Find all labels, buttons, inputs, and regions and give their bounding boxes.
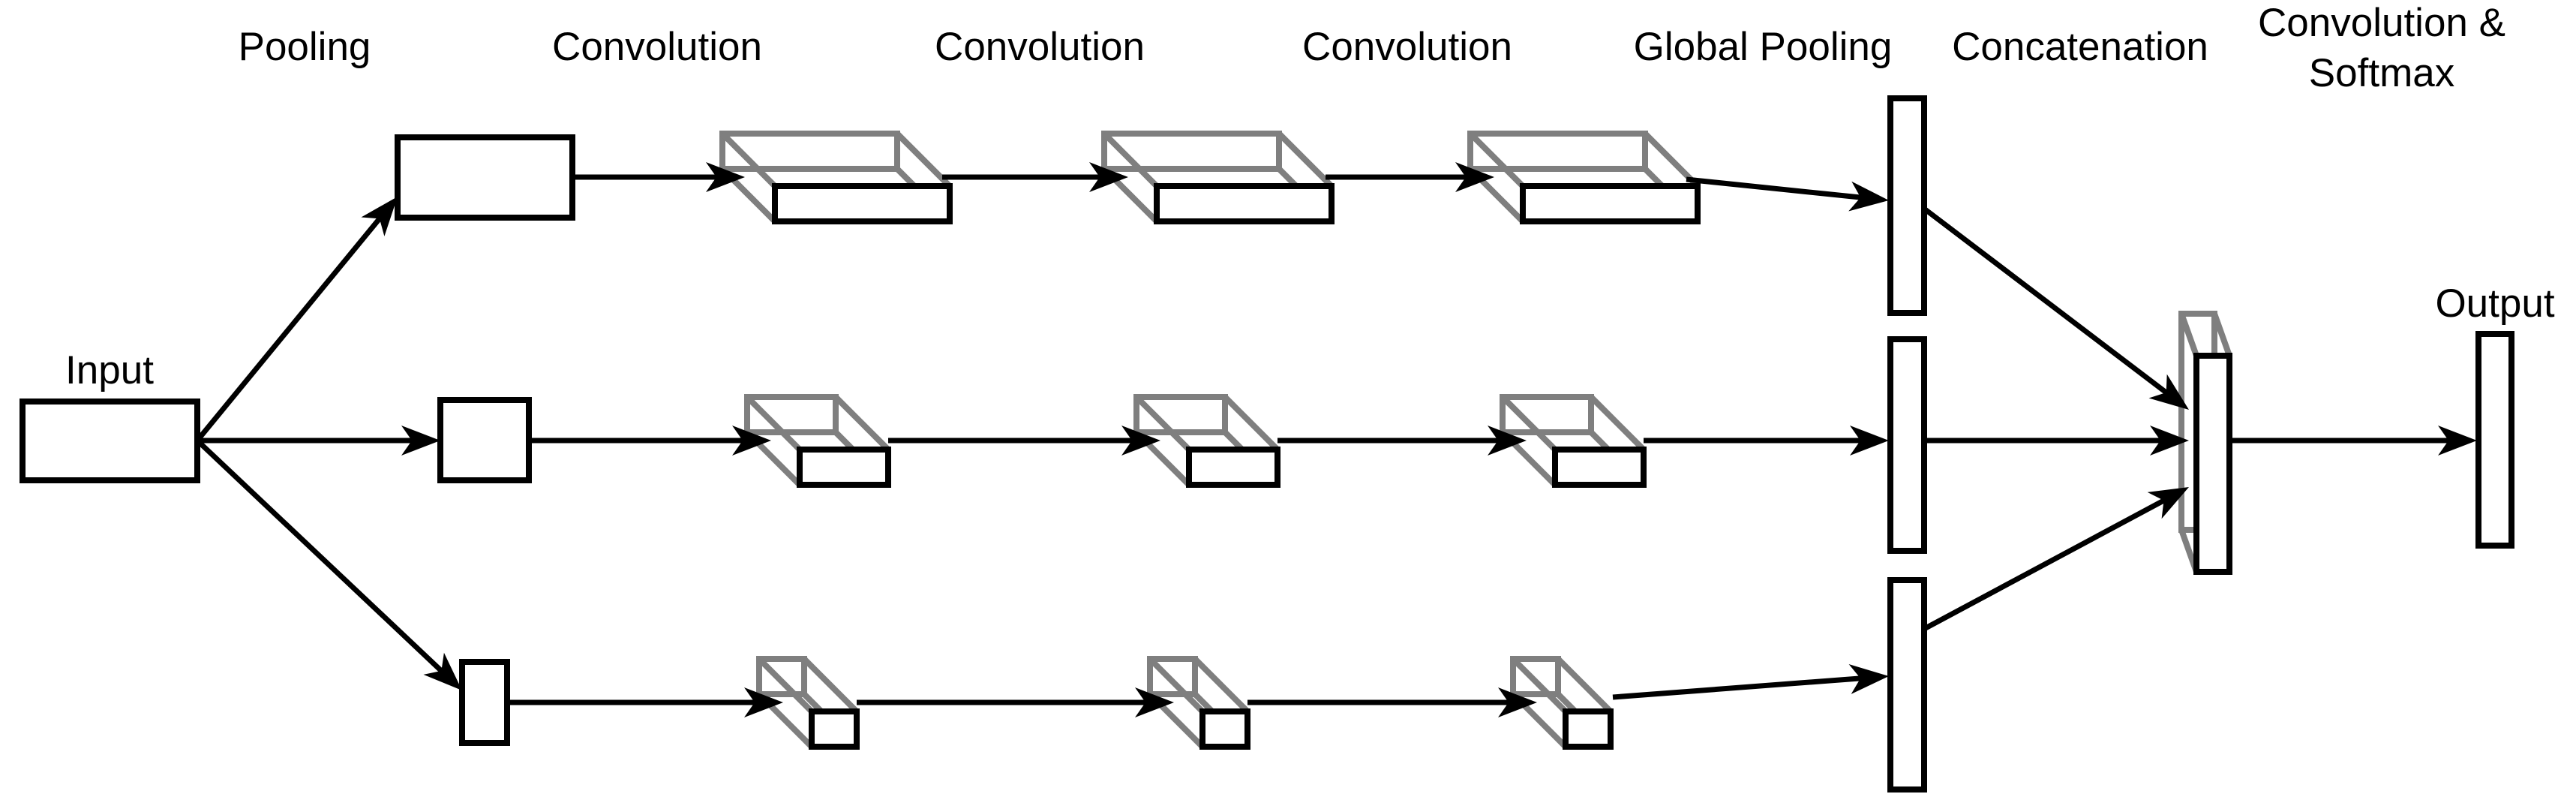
concat-bar-top [1887, 95, 1927, 316]
pooling-box-middle [437, 397, 532, 483]
label-pooling: Pooling [239, 25, 371, 69]
conv-slab-top-2 [1101, 131, 1335, 224]
label-layer: Pooling Convolution Convolution Convolut… [65, 1, 2555, 392]
slab-depth-edge [1468, 131, 1525, 188]
edge-input-to-pool-bottom-head [423, 652, 462, 690]
conv-slab-bottom-2 [1147, 656, 1250, 750]
slab-front-face [1552, 447, 1647, 488]
label-convolution-3: Convolution [1302, 25, 1512, 69]
slab-depth-edge [1223, 395, 1280, 452]
label-global-pooling: Global Pooling [1634, 25, 1893, 69]
edge-input-to-pool-bottom [195, 438, 445, 674]
edge-conv2-to-conv3-top-head [1455, 162, 1494, 192]
edge-pool-to-conv1-middle-head [732, 426, 771, 456]
slab-back-face [1467, 131, 1648, 172]
slab-front-face [1186, 447, 1280, 488]
conv-slab-middle-3 [1500, 394, 1647, 488]
edge-globalpool-top [1686, 176, 1863, 200]
slab-back-face [1147, 656, 1198, 697]
label-output: Output [2435, 281, 2554, 326]
edge-pool-to-conv1-bottom-head [744, 687, 783, 717]
edge-globalpool-top-head [1848, 181, 1889, 212]
slab-front-face [1154, 183, 1335, 224]
pooling-box-bottom [459, 659, 510, 746]
input-box [20, 398, 200, 483]
slab-back-face [1510, 656, 1561, 697]
slab-back-face [1101, 131, 1282, 172]
slab-depth-edge [1556, 657, 1613, 714]
slab-front-face [1520, 183, 1701, 224]
label-convolution-1: Convolution [552, 25, 762, 69]
slab-back-face [719, 131, 900, 172]
slab-depth-edge [833, 395, 890, 452]
concat-bar-middle [1887, 336, 1927, 554]
conv-slab-top-3 [1467, 131, 1701, 224]
slab-depth-edge [1277, 131, 1334, 188]
edge-conv1-to-conv2-bottom-head [1135, 687, 1174, 717]
slab-depth-edge [1589, 395, 1646, 452]
edge-conv2-to-conv3-bottom-head [1498, 687, 1537, 717]
label-input: Input [65, 348, 154, 392]
slab-back-face [744, 394, 839, 435]
slab-front-face [1199, 708, 1250, 750]
final-concat-conv-slab [2178, 311, 2232, 575]
conv-slab-bottom-3 [1510, 656, 1614, 750]
slab-depth-edge [757, 657, 814, 714]
conv-slab-top-1 [719, 131, 953, 224]
edge-conv2-to-conv3-middle-head [1488, 426, 1527, 456]
slab-front-face [1563, 708, 1614, 750]
edge-final-to-output-head [2438, 426, 2477, 456]
slab-depth-edge [720, 131, 777, 188]
slab-back-face [756, 656, 807, 697]
slab-front-face [797, 447, 891, 488]
slab-depth-edge [1511, 657, 1568, 714]
slab-depth-edge [1102, 131, 1159, 188]
edge-globalpool-middle-head [1850, 426, 1889, 456]
label-convolution-2: Convolution [935, 25, 1145, 69]
edge-concat-middle-to-final-head [2150, 426, 2189, 456]
edge-concat-top-to-final-head [2148, 374, 2189, 410]
node-layer [20, 95, 2514, 792]
edge-conv1-to-conv2-middle-head [1121, 426, 1160, 456]
slab-depth-edge [1148, 657, 1205, 714]
slab-depth-edge [1193, 657, 1250, 714]
edge-globalpool-bottom [1612, 675, 1863, 700]
edge-concat-bottom-to-final [1923, 497, 2166, 632]
slab-front-face [772, 183, 953, 224]
edge-input-to-pool-top [195, 215, 383, 443]
concat-bar-bottom [1887, 577, 1927, 792]
slab-depth-edge [2178, 312, 2199, 357]
output-bar [2475, 331, 2514, 549]
slab-back-face [1133, 394, 1228, 435]
edge-input-to-pool-middle-head [401, 426, 440, 456]
label-conv-softmax-line1: Convolution & [2258, 1, 2505, 45]
edge-layer [195, 162, 2477, 717]
edge-globalpool-bottom-head [1848, 664, 1889, 694]
slab-back-face [1500, 394, 1594, 435]
slab-front-face [809, 708, 860, 750]
conv-shape-layer [719, 131, 2232, 750]
edge-input-to-pool-top-head [361, 197, 398, 236]
pooling-box-top [395, 134, 575, 221]
label-conv-softmax-line2: Softmax [2309, 51, 2454, 95]
conv-slab-middle-1 [744, 394, 891, 488]
slab-depth-edge [1134, 395, 1191, 452]
edge-pool-to-conv1-top-head [706, 162, 745, 192]
edge-concat-bottom-to-final-head [2147, 487, 2189, 519]
slab-depth-edge [802, 657, 859, 714]
slab-depth-edge [2211, 312, 2232, 357]
slab-front-face [2193, 353, 2232, 575]
edge-conv1-to-conv2-top-head [1089, 162, 1128, 192]
edge-concat-top-to-final [1922, 206, 2169, 396]
label-concatenation: Concatenation [1952, 25, 2208, 69]
slab-depth-edge [745, 395, 802, 452]
slab-depth-edge [895, 131, 952, 188]
slab-depth-edge [1500, 395, 1557, 452]
